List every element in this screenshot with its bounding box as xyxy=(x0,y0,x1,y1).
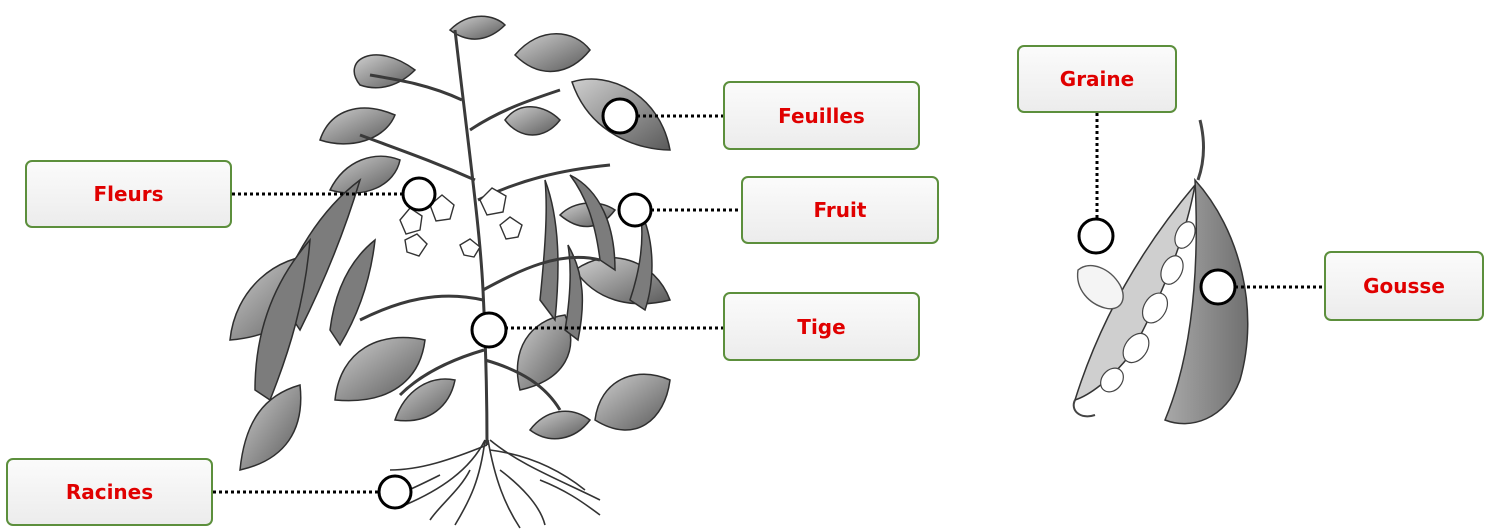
roots xyxy=(380,440,600,528)
marker-graine xyxy=(1079,219,1113,253)
marker-tige xyxy=(472,313,506,347)
plant-illustration xyxy=(230,16,670,528)
marker-fleurs xyxy=(403,178,435,210)
label-gousse: Gousse xyxy=(1324,251,1484,321)
marker-fruit xyxy=(619,194,651,226)
label-racines-text: Racines xyxy=(66,480,153,504)
label-feuilles-text: Feuilles xyxy=(778,104,865,128)
label-tige: Tige xyxy=(723,292,920,361)
label-fruit: Fruit xyxy=(741,176,939,244)
marker-feuilles xyxy=(603,99,637,133)
marker-gousse xyxy=(1201,270,1235,304)
pod-stalk xyxy=(1198,120,1204,180)
label-graine-text: Graine xyxy=(1060,67,1134,91)
label-fleurs: Fleurs xyxy=(25,160,232,228)
marker-racines xyxy=(379,476,411,508)
label-feuilles: Feuilles xyxy=(723,81,920,150)
label-tige-text: Tige xyxy=(797,315,845,339)
pod-tail xyxy=(1074,400,1095,416)
label-fleurs-text: Fleurs xyxy=(93,182,163,206)
label-graine: Graine xyxy=(1017,45,1177,113)
label-gousse-text: Gousse xyxy=(1363,274,1445,298)
label-racines: Racines xyxy=(6,458,213,526)
label-fruit-text: Fruit xyxy=(814,198,867,222)
loose-seed xyxy=(1078,266,1124,309)
